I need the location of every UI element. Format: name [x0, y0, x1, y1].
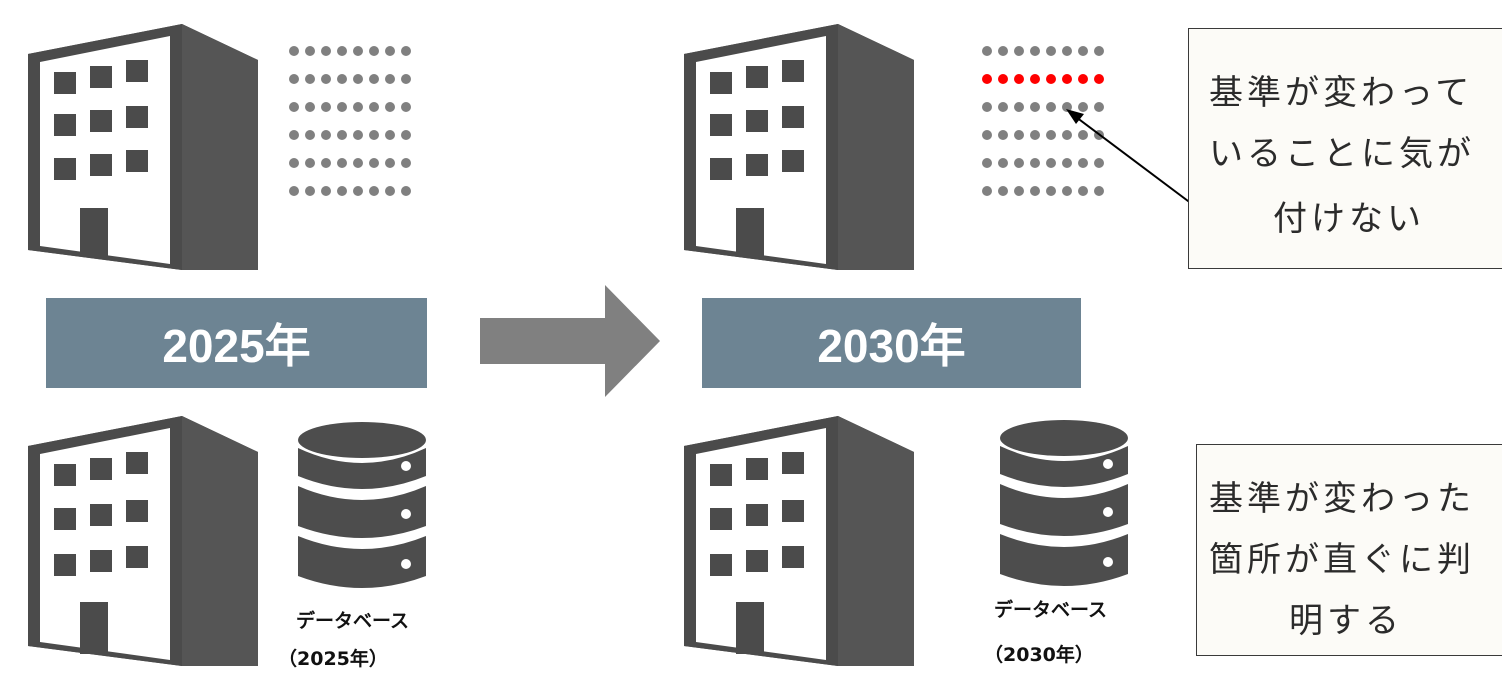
year-text-2030: 2030年	[817, 320, 966, 372]
pointer-arrow-icon	[1060, 100, 1200, 214]
building-icon-top-right	[676, 14, 916, 272]
dot-list-2030	[982, 37, 1110, 205]
database-label-2030: データベース	[994, 599, 1108, 621]
note-bottom-line3: 明する	[1289, 601, 1403, 641]
changed-row	[982, 65, 1110, 93]
year-label-2030: 2030年	[702, 298, 1081, 388]
building-icon-bottom-left	[20, 406, 260, 668]
year-label-2025: 2025年	[46, 298, 427, 388]
building-icon-bottom-right	[676, 406, 916, 668]
database-icon-2030	[998, 418, 1132, 598]
building-icon-top-left	[20, 14, 260, 272]
note-box-top: 基準が変わって いることに気が 付けない	[1188, 28, 1502, 269]
note-bottom-line2: 箇所が直ぐに判	[1209, 540, 1475, 580]
database-year-2030: （2030年）	[984, 644, 1094, 666]
note-box-bottom: 基準が変わった 箇所が直ぐに判 明する	[1196, 444, 1502, 656]
dot-list-2025	[289, 37, 417, 205]
note-top-line1: 基準が変わって	[1209, 73, 1474, 113]
note-bottom-line1: 基準が変わった	[1209, 479, 1475, 519]
database-label-2025: データベース	[296, 610, 410, 632]
note-top-line3: 付けない	[1273, 199, 1425, 239]
note-top-line2: いることに気が	[1209, 134, 1475, 174]
database-year-2025: （2025年）	[278, 648, 388, 670]
database-icon-2025	[296, 420, 430, 600]
year-text-2025: 2025年	[162, 320, 311, 372]
right-arrow-icon	[480, 285, 662, 401]
